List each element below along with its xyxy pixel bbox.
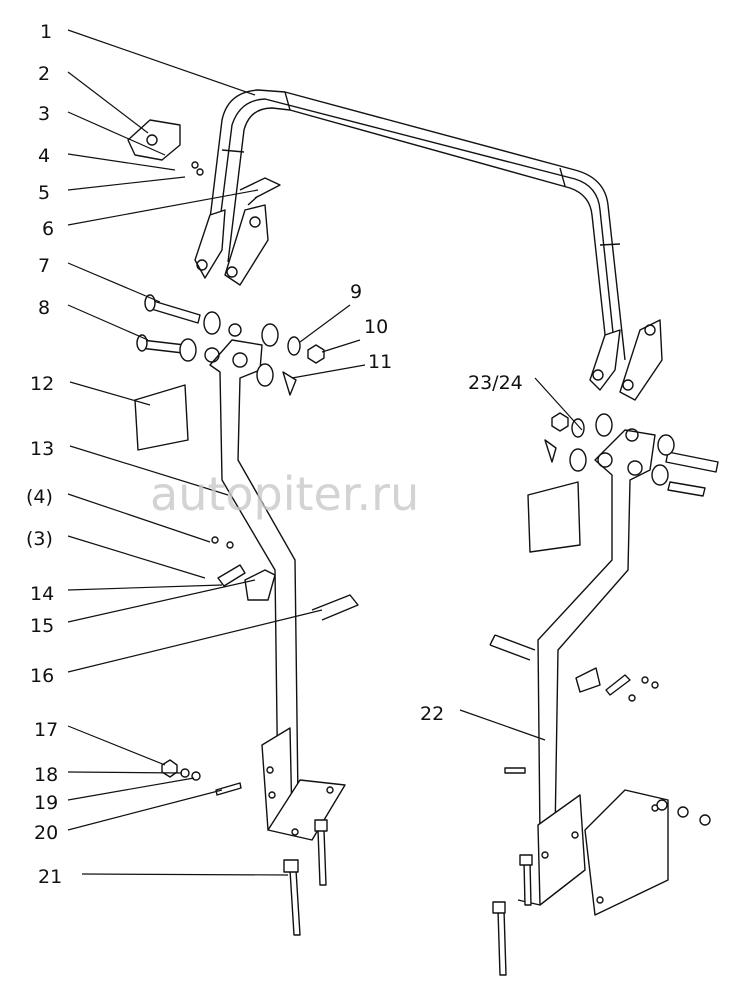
washer-9 xyxy=(287,336,301,356)
label-10: 10 xyxy=(364,316,388,338)
label-17: 17 xyxy=(34,719,58,741)
left-post xyxy=(204,323,346,841)
label-21: 21 xyxy=(38,866,62,888)
label-14: 14 xyxy=(30,583,54,605)
bolt-21 xyxy=(289,869,301,936)
label-12: 12 xyxy=(30,373,54,395)
bracket-2 xyxy=(127,119,181,161)
label-4: 4 xyxy=(38,145,50,167)
right-post xyxy=(517,428,669,916)
watermark: autopiter.ru xyxy=(150,467,419,521)
label-16: 16 xyxy=(30,665,54,687)
label-4-ref: (4) xyxy=(26,486,53,508)
label-15: 15 xyxy=(30,615,54,637)
label-13: 13 xyxy=(30,438,54,460)
label-3: 3 xyxy=(38,103,50,125)
label-7: 7 xyxy=(38,255,50,277)
label-1: 1 xyxy=(40,21,52,43)
label-22: 22 xyxy=(420,703,444,725)
pin-11 xyxy=(282,371,297,396)
label-18: 18 xyxy=(34,764,58,786)
label-5: 5 xyxy=(38,182,50,204)
bolt-20 xyxy=(215,782,242,796)
nut-10 xyxy=(307,344,325,364)
pad-12 xyxy=(134,384,189,451)
label-6: 6 xyxy=(42,218,54,240)
label-2: 2 xyxy=(38,63,50,85)
plate-14 xyxy=(217,564,246,587)
hardware-parts xyxy=(127,119,719,976)
label-9: 9 xyxy=(350,281,362,303)
nut-23-24 xyxy=(551,412,569,432)
label-19: 19 xyxy=(34,792,58,814)
label-20: 20 xyxy=(34,822,58,844)
label-3-ref: (3) xyxy=(26,528,53,550)
label-23-24: 23/24 xyxy=(468,372,523,394)
u-bolt-6 xyxy=(239,177,281,206)
label-11: 11 xyxy=(368,351,392,373)
leader-lines xyxy=(67,29,583,876)
u-bolt-16 xyxy=(311,594,359,621)
block-15 xyxy=(244,569,276,601)
roll-bar-frame xyxy=(194,89,663,401)
nut-17 xyxy=(161,759,178,778)
part-labels: 1 2 3 4 5 6 7 8 9 10 11 12 13 (4) (3) 14… xyxy=(26,21,523,888)
label-8: 8 xyxy=(38,297,50,319)
bolt-7 xyxy=(147,299,201,324)
